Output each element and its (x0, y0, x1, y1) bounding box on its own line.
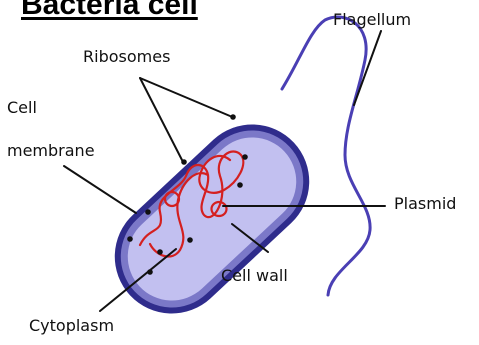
ribosome (127, 236, 133, 242)
plasmid-label: Plasmid (394, 194, 456, 213)
flagellum-leader (354, 31, 381, 105)
cytoplasm-label: Cytoplasm (29, 316, 114, 335)
ribosomes-leader-1 (140, 78, 230, 116)
cell-membrane-label-line2: membrane (7, 141, 95, 160)
cell-membrane-leader (64, 166, 136, 213)
cell-wall-label: Cell wall (221, 266, 288, 285)
ribosome (187, 237, 193, 243)
ribosome (242, 154, 248, 160)
ribosomes-label: Ribosomes (83, 47, 170, 66)
ribosome (145, 209, 151, 215)
flagellum-label: Flagellum (333, 10, 411, 29)
cell-membrane-label-line1: Cell (7, 98, 37, 117)
ribosomes-leader-2 (140, 78, 182, 160)
ribosome (237, 182, 243, 188)
ribosome (157, 249, 163, 255)
ribosome (230, 114, 236, 120)
